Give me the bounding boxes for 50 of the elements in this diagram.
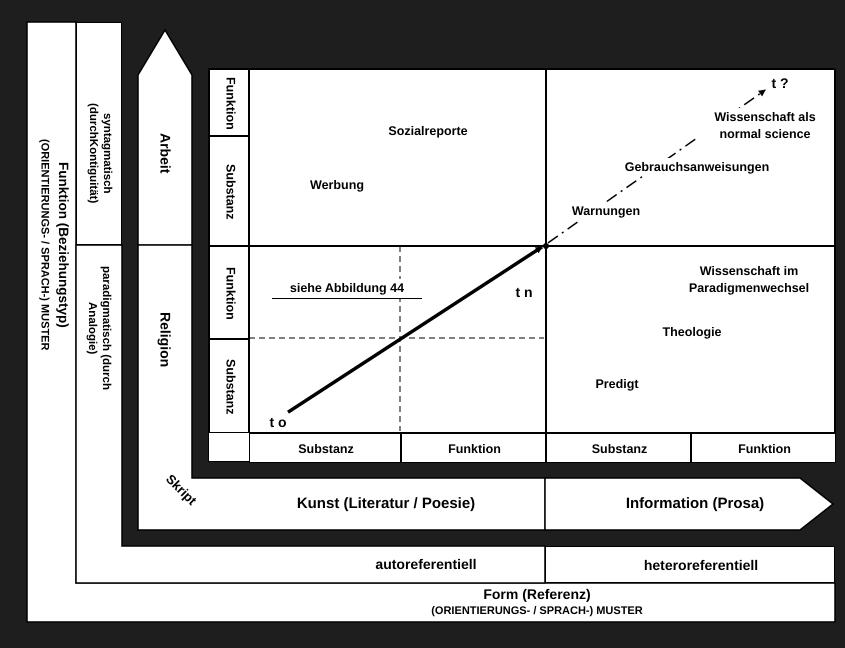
- band-label: Funktion (Beziehungstyp): [55, 161, 72, 330]
- column-header-label: Funktion: [737, 440, 792, 458]
- matrix-quadrant: [249, 246, 546, 433]
- row-header-label: Funktion: [222, 76, 238, 132]
- l-shaped-band: [138, 245, 545, 530]
- column-header-label: Substanz: [297, 440, 355, 458]
- band-segment: [545, 546, 835, 583]
- cell-label: Werbung: [309, 176, 365, 194]
- up-arrow-band: [138, 30, 192, 245]
- band-label: (ORIENTIERUNGS- / SPRACH-) MUSTER: [430, 604, 644, 619]
- row-header-label: Funktion: [222, 266, 238, 322]
- time-label-text: t ?: [770, 74, 790, 92]
- right-arrow-band: [545, 478, 835, 530]
- reference-note: siehe Abbildung 44: [272, 279, 422, 299]
- cell-label: Predigt: [594, 376, 640, 393]
- matrix-quadrant: [546, 246, 836, 433]
- cell-label: Sozialreporte: [387, 122, 469, 140]
- band-label: (ORIENTIERUNGS- / SPRACH-) MUSTER: [37, 138, 52, 353]
- time-label-text: t o: [268, 413, 288, 431]
- column-header: [691, 433, 836, 463]
- arrow: [287, 245, 543, 414]
- band-label: autoreferentiell: [374, 554, 478, 574]
- row-header-label: Substanz: [222, 358, 238, 417]
- column-header: [401, 433, 546, 463]
- band-label: Religion: [156, 311, 174, 370]
- band-segment: [76, 22, 122, 245]
- row-header: [209, 69, 249, 136]
- column-header: [249, 433, 401, 463]
- row-header: [209, 136, 249, 246]
- column-header-label: Funktion: [447, 440, 502, 458]
- band-label: syntagmatisch (durchKontiguität): [86, 102, 114, 206]
- l-shaped-band: [27, 22, 835, 622]
- column-header-label: Substanz: [590, 440, 648, 458]
- cell-label: Wissenschaft im Paradigmenwechsel: [688, 263, 810, 297]
- band-label: heteroreferentiell: [642, 556, 760, 574]
- arrow: [548, 89, 766, 244]
- row-header-label: Substanz: [222, 163, 238, 222]
- time-label-text: t n: [514, 283, 534, 301]
- band-label: Kunst (Literatur / Poesie): [296, 494, 476, 514]
- matrix-quadrant: [249, 69, 546, 246]
- column-header: [546, 433, 691, 463]
- l-shaped-band: [76, 245, 545, 583]
- matrix-quadrant: [546, 69, 836, 246]
- cell-label: Theologie: [661, 324, 723, 341]
- band-label: Form (Referenz): [482, 585, 592, 603]
- band-label: Arbeit: [156, 132, 174, 176]
- row-header: [209, 246, 249, 339]
- band-label: Information (Prosa): [624, 494, 766, 514]
- band-label: paradigmatisch (durch Analogie): [85, 265, 113, 392]
- row-header: [209, 339, 249, 433]
